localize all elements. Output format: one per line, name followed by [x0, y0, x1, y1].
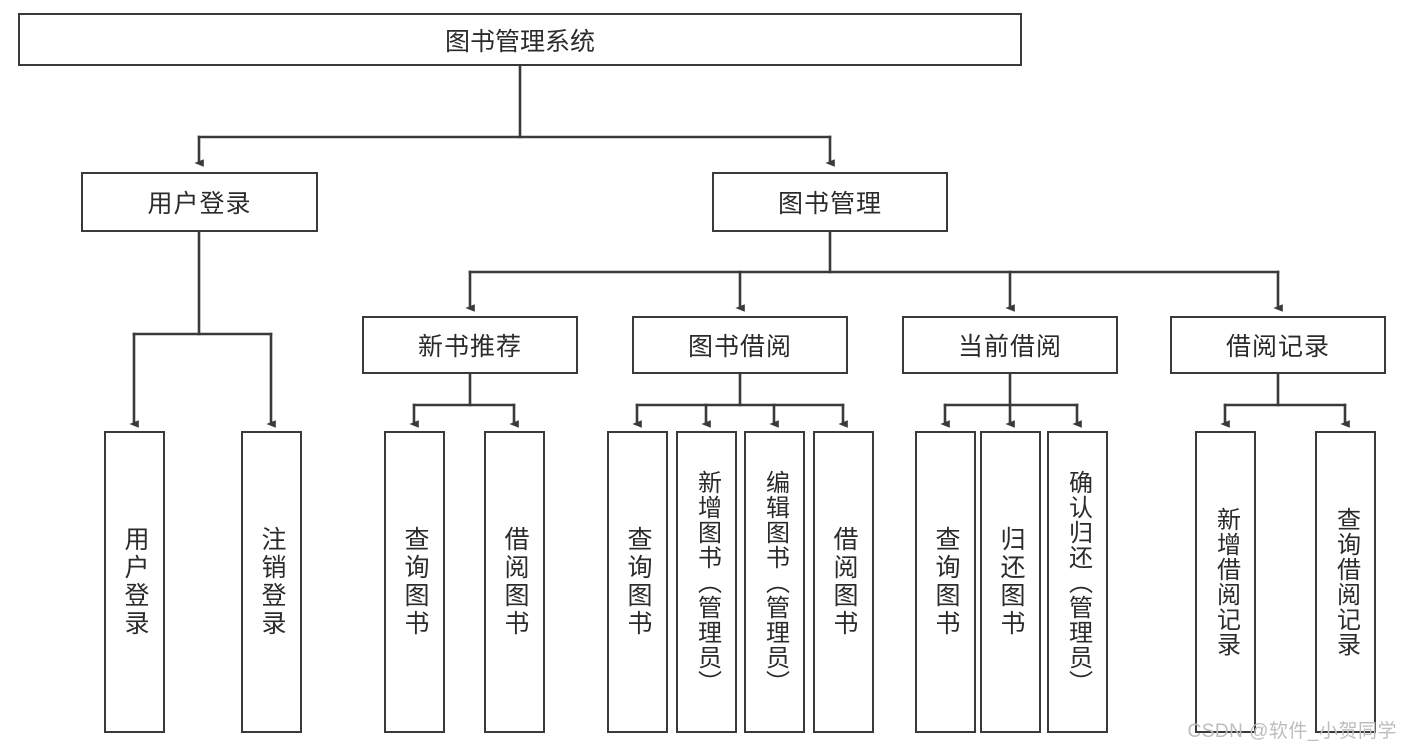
leaf-add-book-admin[interactable]: 新增图书（管理员） [676, 431, 737, 733]
node-root-book-management-system[interactable]: 图书管理系统 [18, 13, 1022, 66]
leaf-add-borrow-record[interactable]: 新增借阅记录 [1195, 431, 1256, 733]
node-label: 查询借阅记录 [1332, 507, 1360, 657]
node-label: 借阅记录 [1225, 333, 1330, 361]
leaf-query-borrow-record[interactable]: 查询借阅记录 [1315, 431, 1376, 733]
node-label: 用户登录 [147, 190, 252, 218]
node-label: 确认归还（管理员） [1064, 469, 1092, 695]
node-label: 图书管理 [777, 190, 882, 218]
node-label: 借阅图书 [501, 526, 529, 638]
node-user-login[interactable]: 用户登录 [81, 172, 318, 232]
node-label: 新书推荐 [417, 333, 522, 361]
node-current-borrowing[interactable]: 当前借阅 [902, 316, 1118, 374]
leaf-return-book[interactable]: 归还图书 [980, 431, 1041, 733]
node-label: 编辑图书（管理员） [761, 469, 789, 695]
csdn-watermark: CSDN @软件_小贺同学 [1187, 721, 1397, 742]
leaf-confirm-return-admin[interactable]: 确认归还（管理员） [1047, 431, 1108, 733]
leaf-query-book-current[interactable]: 查询图书 [915, 431, 976, 733]
node-label: 用户登录 [121, 526, 149, 638]
node-label: 注销登录 [258, 526, 286, 638]
node-label: 当前借阅 [957, 333, 1062, 361]
leaf-edit-book-admin[interactable]: 编辑图书（管理员） [744, 431, 805, 733]
node-label: 查询图书 [401, 526, 429, 638]
node-label: 归还图书 [997, 526, 1025, 638]
node-borrowing-records[interactable]: 借阅记录 [1170, 316, 1386, 374]
node-book-borrowing[interactable]: 图书借阅 [632, 316, 848, 374]
node-label: 查询图书 [932, 526, 960, 638]
node-label: 图书管理系统 [444, 27, 595, 56]
leaf-user-login[interactable]: 用户登录 [104, 431, 165, 733]
leaf-logout-login[interactable]: 注销登录 [241, 431, 302, 733]
leaf-query-book-borrowing[interactable]: 查询图书 [607, 431, 668, 733]
node-label: 图书借阅 [687, 333, 792, 361]
node-book-management[interactable]: 图书管理 [712, 172, 948, 232]
leaf-borrow-book-borrowing[interactable]: 借阅图书 [813, 431, 874, 733]
node-label: 新增图书（管理员） [693, 469, 721, 695]
node-label: 查询图书 [624, 526, 652, 638]
node-new-book-recommendation[interactable]: 新书推荐 [362, 316, 578, 374]
leaf-query-book-new-rec[interactable]: 查询图书 [384, 431, 445, 733]
node-label: 新增借阅记录 [1212, 507, 1240, 657]
leaf-borrow-book-new-rec[interactable]: 借阅图书 [484, 431, 545, 733]
node-label: 借阅图书 [830, 526, 858, 638]
